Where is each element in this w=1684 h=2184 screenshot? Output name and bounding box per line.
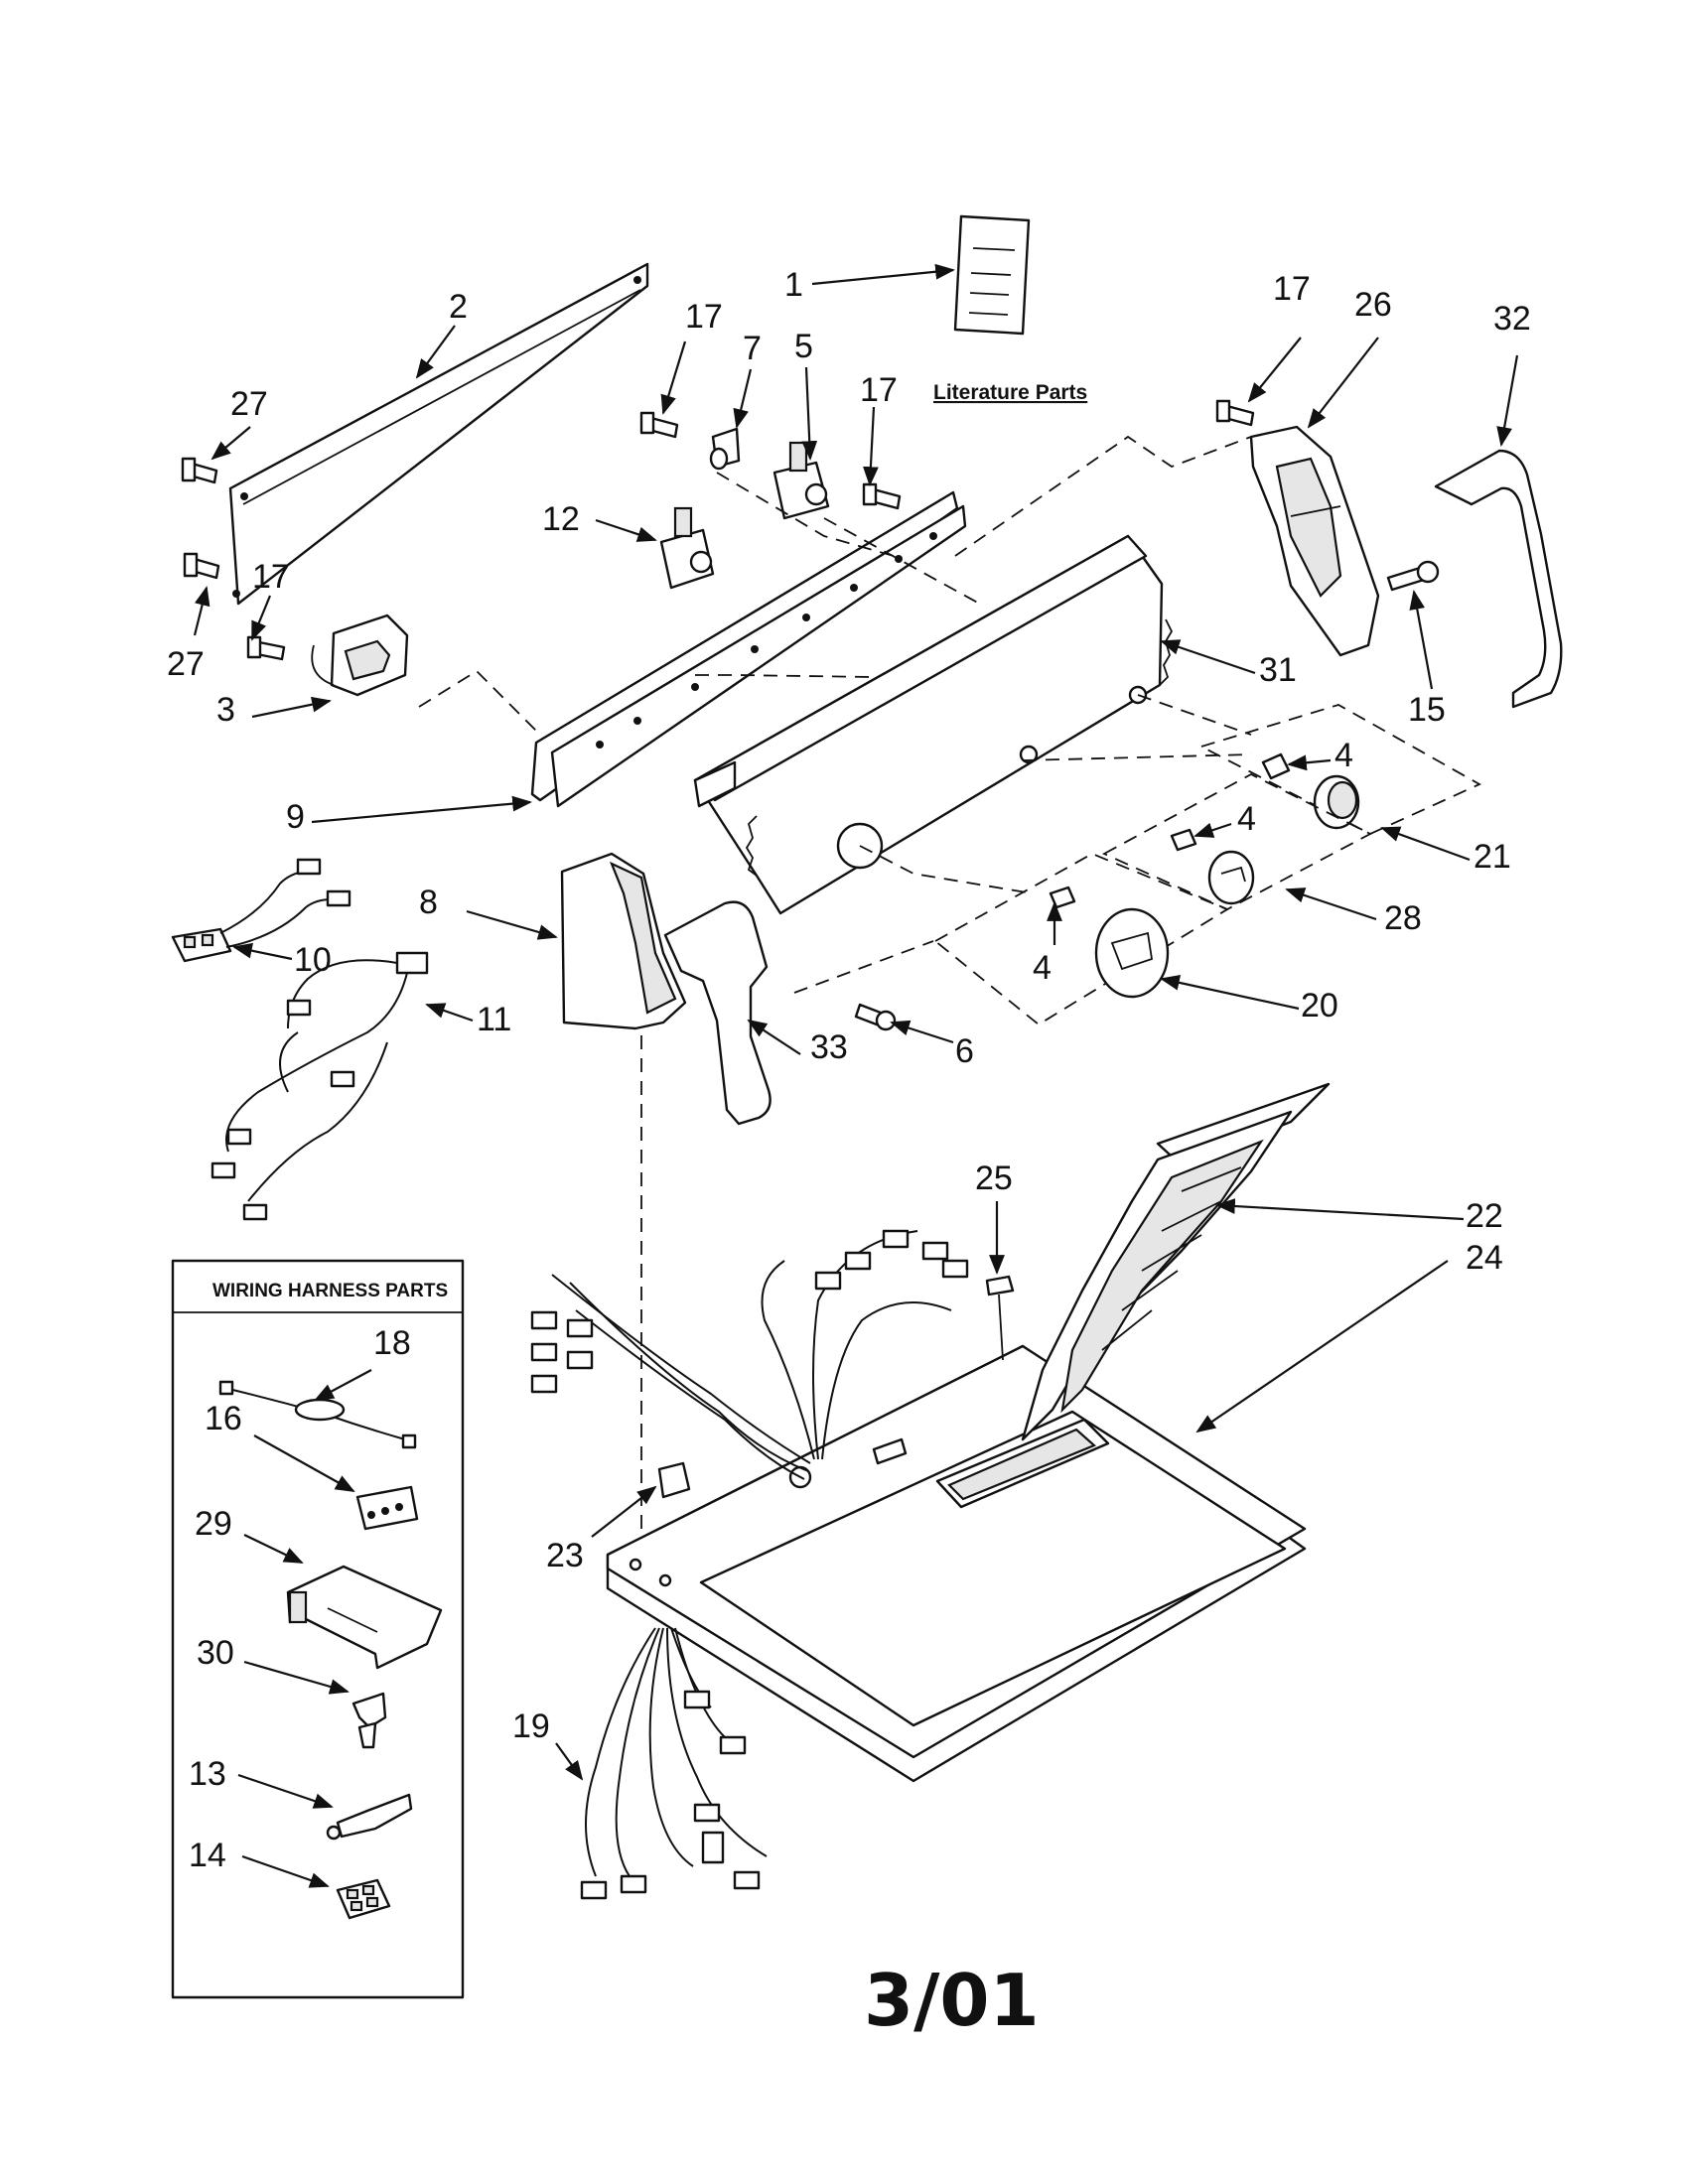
callout-30: 30 xyxy=(197,1634,234,1672)
part-16 xyxy=(355,1485,419,1531)
callout-23: 23 xyxy=(546,1537,584,1574)
screw-17-mid xyxy=(639,411,679,439)
callout-12: 12 xyxy=(542,500,580,538)
end-cap-8 xyxy=(560,852,687,1030)
control-channel-9 xyxy=(530,490,967,808)
callout-28: 28 xyxy=(1384,899,1422,937)
part-29 xyxy=(286,1565,443,1670)
callout-10: 10 xyxy=(294,941,332,979)
callout-24: 24 xyxy=(1466,1239,1503,1277)
harness-10 xyxy=(171,858,351,963)
callout-11: 11 xyxy=(477,1001,511,1038)
callout-32: 32 xyxy=(1493,300,1531,338)
screw-17-left xyxy=(246,635,286,661)
wiring-harness-box: WIRING HARNESS PARTS xyxy=(171,1259,465,1999)
knob-group-28 xyxy=(1101,772,1372,911)
timer-switch-3 xyxy=(311,614,409,697)
callout-17-left: 17 xyxy=(252,558,290,596)
callout-9: 9 xyxy=(286,798,305,836)
callout-4c: 4 xyxy=(1033,949,1052,987)
callout-17-mid: 17 xyxy=(685,298,723,336)
callout-8: 8 xyxy=(419,884,438,921)
dash-lines xyxy=(418,435,1252,1578)
knob-group-20 xyxy=(933,853,1229,1026)
end-cap-26 xyxy=(1249,425,1380,657)
lower-harness-19 xyxy=(580,1627,768,1900)
literature-booklet xyxy=(953,214,1031,336)
callout-27-top: 27 xyxy=(230,385,268,423)
callout-17-right: 17 xyxy=(1273,270,1311,308)
callout-4b: 4 xyxy=(1237,800,1256,838)
wiring-harness-title: WIRING HARNESS PARTS xyxy=(212,1281,448,1301)
screw-25 xyxy=(985,1275,1015,1361)
clip-7 xyxy=(709,427,741,471)
lint-housing-22 xyxy=(1021,1082,1331,1441)
back-panel xyxy=(228,262,649,606)
part-13 xyxy=(326,1793,413,1841)
callout-15: 15 xyxy=(1408,691,1446,729)
screw-17-right-channel xyxy=(862,482,902,510)
end-cap-cover-33 xyxy=(663,900,772,1126)
clip-23 xyxy=(657,1461,691,1499)
callout-6: 6 xyxy=(955,1032,974,1070)
part-14 xyxy=(336,1878,391,1920)
date-code: 3/01 xyxy=(864,1959,1040,2042)
callout-16: 16 xyxy=(205,1400,242,1437)
end-cap-cover-32 xyxy=(1434,449,1563,709)
console-31 xyxy=(693,534,1174,915)
callout-27-bottom: 27 xyxy=(167,645,205,683)
callout-7: 7 xyxy=(743,330,762,367)
callout-22: 22 xyxy=(1466,1197,1503,1235)
callout-1: 1 xyxy=(784,266,803,304)
screw-15 xyxy=(1386,560,1440,592)
callout-17-channel: 17 xyxy=(860,371,898,409)
callout-4a: 4 xyxy=(1334,737,1353,774)
screw-27-top xyxy=(181,457,218,484)
part-30 xyxy=(351,1692,387,1749)
literature-parts-label: Literature Parts xyxy=(933,381,1087,404)
callout-labels: 1 2 3 4 4 4 5 6 7 8 9 10 11 12 13 14 15 … xyxy=(167,266,1531,1874)
screw-6 xyxy=(854,1003,897,1031)
callout-3: 3 xyxy=(216,691,235,729)
callout-2: 2 xyxy=(449,288,468,326)
switch-12 xyxy=(659,506,715,590)
harness-11 xyxy=(210,951,429,1221)
leader-lines xyxy=(193,263,1519,1888)
callout-26: 26 xyxy=(1354,286,1392,324)
callout-33: 33 xyxy=(810,1028,848,1066)
screw-17-right xyxy=(1215,399,1255,427)
upper-harness xyxy=(530,1229,969,1480)
callout-29: 29 xyxy=(195,1505,232,1543)
callout-25: 25 xyxy=(975,1160,1013,1197)
callout-14: 14 xyxy=(189,1837,226,1874)
callout-18: 18 xyxy=(373,1324,411,1362)
callout-20: 20 xyxy=(1301,987,1338,1024)
switch-5 xyxy=(772,441,830,520)
callout-19: 19 xyxy=(512,1707,550,1745)
screw-27-bottom xyxy=(183,552,220,580)
callout-5: 5 xyxy=(794,328,813,365)
callout-21: 21 xyxy=(1474,838,1511,876)
callout-13: 13 xyxy=(189,1755,226,1793)
callout-31: 31 xyxy=(1259,651,1297,689)
